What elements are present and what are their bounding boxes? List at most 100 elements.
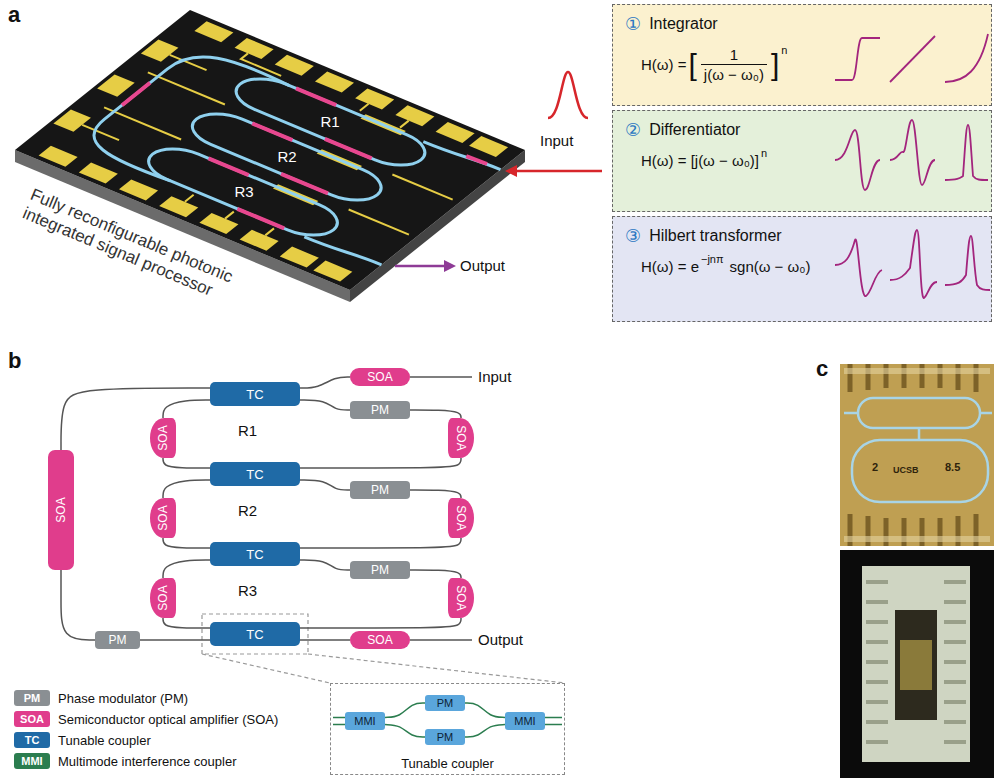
legend-row: SOA Semiconductor optical amplifier (SOA) — [14, 711, 278, 727]
waveguide — [163, 560, 210, 578]
ring-label: R2 — [238, 502, 257, 519]
waveform — [835, 130, 880, 190]
ring-label: R3 — [234, 183, 253, 200]
legend-text: Semiconductor optical amplifier (SOA) — [58, 712, 278, 727]
waveguide — [410, 410, 461, 418]
inset-component: MMI — [505, 712, 545, 730]
legend-swatch: SOA — [14, 711, 50, 727]
node-text: −jnπ — [701, 253, 724, 265]
node-text: PM — [371, 404, 389, 416]
photo-mark: UCSB — [893, 465, 919, 475]
inset-component: MMI — [345, 712, 385, 730]
chip-illustration — [15, 10, 602, 302]
ring-label: R1 — [320, 113, 339, 130]
formula: H(ω) = [j(ω − ω₀)]n — [641, 152, 979, 169]
package-photo — [895, 610, 937, 720]
tunable-coupler: TC — [210, 622, 300, 646]
package-photo — [944, 740, 966, 744]
swatch-text: PM — [24, 692, 41, 704]
tunable-coupler: TC — [210, 382, 300, 406]
node-text: H(ω) = [j(ω − ω₀)] — [641, 152, 759, 169]
waveguide — [300, 639, 350, 641]
label-holder: R3 — [238, 582, 257, 600]
node-text: MMI — [354, 716, 375, 727]
waveguide — [163, 618, 210, 628]
chip-photo — [840, 364, 994, 546]
package-photo — [866, 660, 888, 664]
amplifier-section — [237, 209, 284, 229]
formula: H(ω) =[1j(ω − ω₀)]n — [641, 46, 979, 83]
amplifier-arc: SOA — [150, 498, 176, 538]
waveform — [890, 230, 937, 298]
electrode-pad — [275, 55, 314, 76]
formula-panel-fill — [612, 110, 992, 212]
waveguide — [61, 388, 210, 450]
amplifier-section — [209, 158, 249, 175]
waveguide — [140, 639, 210, 641]
package-photo — [862, 566, 970, 762]
node-text: SOA — [157, 505, 169, 530]
input-arrow — [515, 170, 602, 173]
package-photo — [944, 600, 966, 604]
node-text: PM — [437, 732, 454, 743]
electrode-pad — [240, 230, 279, 251]
schematic-extras — [202, 614, 308, 654]
chip-photo — [858, 398, 980, 428]
waveguide — [465, 725, 505, 737]
node-text: SOA — [367, 371, 392, 383]
node-text: SOA — [55, 497, 67, 522]
port-label: Output — [460, 257, 505, 274]
swatch-text: TC — [25, 734, 40, 746]
output-arrowhead — [444, 260, 456, 272]
waveguide — [300, 458, 461, 468]
electrode-pad — [159, 196, 198, 217]
waveform — [835, 239, 882, 296]
amplifier-box: SOA — [350, 368, 410, 386]
node-text: TC — [246, 628, 263, 641]
chip-photo — [844, 368, 990, 374]
package-photo — [866, 580, 888, 584]
schematic-extras — [410, 376, 472, 378]
electrode-trace — [349, 210, 409, 235]
electrode-trace — [82, 125, 119, 140]
chip-photo — [840, 364, 994, 546]
amplifier-section — [252, 123, 292, 140]
label-holder: R2 — [238, 502, 257, 520]
chip-photo — [852, 440, 988, 502]
chip-photo — [844, 536, 990, 542]
node-text: SOA — [455, 505, 467, 530]
node-text: Hilbert transformer — [649, 227, 781, 245]
waveform — [835, 38, 880, 80]
electrode-trace — [400, 121, 409, 128]
package-photo — [840, 550, 994, 778]
label-holder: Output — [478, 631, 523, 649]
node-text: PM — [437, 698, 454, 709]
electrode-trace — [360, 104, 369, 111]
chip-photo — [844, 413, 992, 440]
photo-mark: 2 — [872, 461, 878, 473]
inset-component: PM — [425, 695, 465, 711]
electrode-pad — [79, 163, 118, 184]
electrode-trace — [185, 195, 194, 202]
legend-swatch: MMI — [14, 753, 50, 769]
node-text: Differentiator — [649, 121, 740, 139]
amplifier-box: SOA — [350, 631, 410, 649]
port-label: Input — [478, 368, 511, 385]
label-holder: R2 — [277, 148, 296, 166]
amplifier-arc: SOA — [150, 418, 176, 458]
electrode-trace — [392, 175, 452, 200]
node-text: ③ — [625, 225, 641, 246]
node-text: sgn(ω − ω₀) — [730, 258, 811, 275]
input-arrowhead — [505, 165, 517, 177]
package-photo — [944, 680, 966, 684]
label-holder: c — [816, 356, 828, 382]
node-text: H(ω) = e — [641, 258, 699, 275]
node-text: n — [761, 147, 767, 159]
amplifier-section — [466, 156, 487, 165]
waveguide — [410, 490, 461, 498]
schematic-extras — [410, 639, 472, 641]
label-holder: 2 — [872, 457, 878, 475]
waveguide-ring — [137, 142, 349, 243]
